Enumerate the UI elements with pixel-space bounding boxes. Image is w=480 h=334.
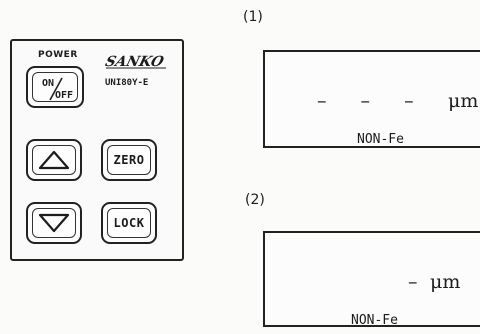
zero-button-face: ZERO	[107, 145, 151, 175]
slash-icon	[49, 77, 63, 101]
power-label: POWER	[38, 50, 78, 60]
on-off-button[interactable]: ON OFF	[26, 66, 84, 108]
display-1-mode: NON-Fe	[357, 132, 404, 147]
on-off-button-face: ON OFF	[32, 72, 78, 102]
display-2-unit: μm	[430, 271, 461, 293]
down-button-face	[32, 208, 76, 238]
brand-logo: SANKO	[103, 53, 168, 70]
up-button-face	[32, 145, 76, 175]
display-1-screen: – – – μm NON-Fe	[263, 50, 480, 148]
on-label: ON	[42, 78, 55, 89]
down-button[interactable]	[26, 202, 82, 244]
display-2-reading: –	[408, 271, 418, 293]
display-1-reading: – – –	[317, 90, 428, 112]
up-arrow-icon	[38, 150, 70, 170]
lock-label: LOCK	[113, 216, 145, 230]
keypad: POWER SANKO UNI80Y-E ON OFF ZERO	[10, 39, 184, 261]
lock-button[interactable]: LOCK	[101, 202, 157, 244]
display-2-number: (2)	[245, 192, 265, 208]
zero-label: ZERO	[113, 153, 145, 167]
display-1-number: (1)	[243, 9, 263, 25]
model-label: UNI80Y-E	[105, 78, 149, 88]
display-1-unit: μm	[448, 90, 479, 112]
display-2-mode: NON-Fe	[351, 313, 398, 328]
svg-text:SANKO: SANKO	[104, 54, 166, 69]
lock-button-face: LOCK	[107, 208, 151, 238]
zero-button[interactable]: ZERO	[101, 139, 157, 181]
off-label: OFF	[55, 90, 74, 101]
up-button[interactable]	[26, 139, 82, 181]
display-2-screen: – μm NON-Fe	[263, 231, 480, 328]
down-arrow-icon	[38, 213, 70, 233]
